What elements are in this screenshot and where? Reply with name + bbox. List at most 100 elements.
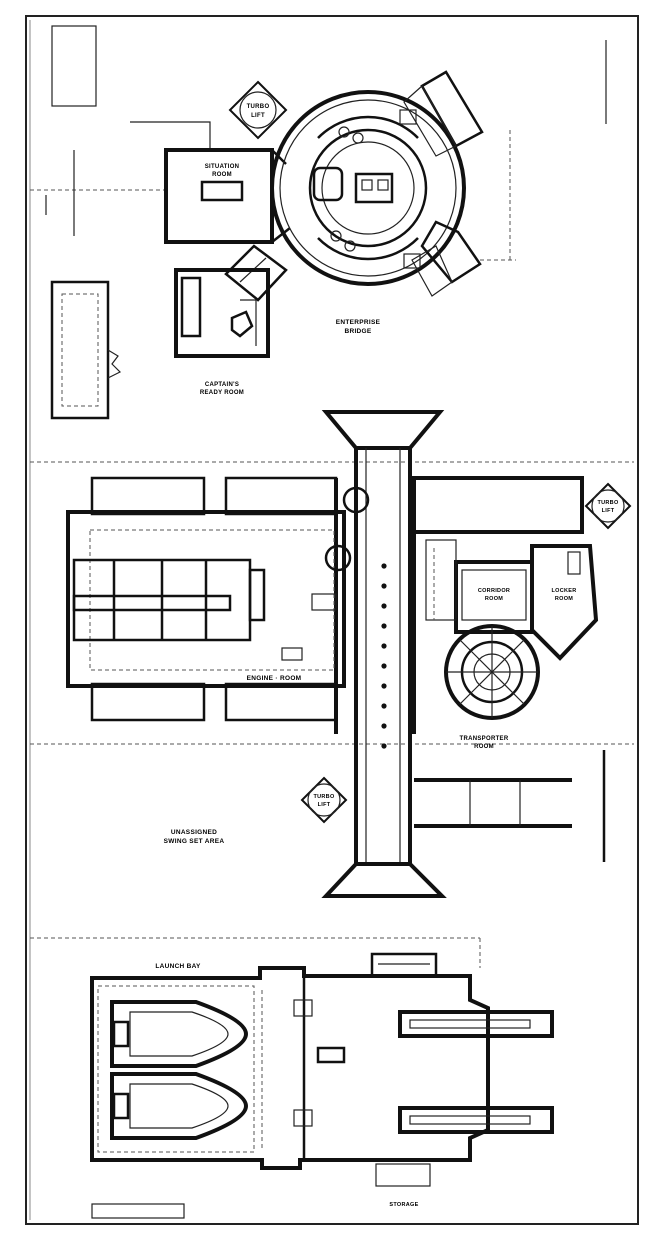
bridge-center-console	[354, 172, 394, 204]
bridge-railing	[317, 115, 419, 139]
bridge-outer-wall	[270, 90, 466, 286]
bottom-gate	[91, 1203, 185, 1219]
side-room-left	[50, 280, 110, 420]
launch-console	[316, 1046, 346, 1064]
marker	[381, 603, 387, 609]
marker	[381, 563, 387, 569]
bridge-label-line2: BRIDGE	[344, 328, 371, 335]
corridor-room-inner	[461, 569, 527, 621]
turbolift-right-ring	[591, 489, 625, 523]
shuttle-1	[110, 1000, 249, 1068]
turbolift-top	[228, 80, 288, 140]
side-room-left-inner	[61, 293, 99, 407]
ready-room-desk	[180, 276, 202, 338]
engine-room-label: ENGINE · ROOM	[247, 675, 302, 682]
shuttle-2-engine	[112, 1092, 130, 1120]
engine-room-bay-top-2	[224, 476, 338, 516]
shuttle-1-engine	[112, 1020, 130, 1048]
bridge-alcove-bottom-right-2	[411, 245, 453, 297]
docking-arm-bottom	[398, 1106, 554, 1134]
unassigned-area-label-line1: UNASSIGNED	[171, 829, 217, 836]
locker-room-label-line1: LOCKER	[551, 588, 576, 594]
engine-room-bay-bottom	[90, 682, 206, 722]
launch-bay-label: LAUNCH BAY	[155, 963, 201, 970]
docking-arm-bottom-inner	[409, 1115, 531, 1125]
upper-right-hall	[412, 476, 584, 534]
turbolift-bottom-ring	[307, 783, 341, 817]
ready-room-door-wall	[240, 299, 257, 346]
turbolift-top-ring	[239, 91, 277, 129]
right-room-side	[425, 539, 457, 621]
marker	[381, 663, 387, 669]
bridge-station-4	[344, 240, 356, 252]
transporter-label-line1: TRANSPORTER	[460, 736, 509, 742]
ready-room-furniture	[230, 310, 254, 338]
side-room-left-notch	[107, 349, 122, 379]
turbolift-top-label: TURBO LIFT	[247, 104, 270, 119]
ready-room-label-line1: CAPTAIN'S	[205, 382, 239, 388]
locker-room	[530, 544, 599, 661]
launch-bay-wall-node	[293, 999, 313, 1017]
bridge-label-line1: ENTERPRISE	[336, 319, 381, 326]
marker	[381, 743, 387, 749]
engine-room-bay-top	[90, 476, 206, 516]
airlock-top	[370, 952, 438, 978]
bridge-alcove-console	[399, 109, 417, 125]
sheet-frame	[25, 15, 639, 1225]
turbolift-bottom-label-line2: LIFT	[318, 802, 331, 808]
marker	[381, 643, 387, 649]
situation-room-label-line1: SITUATION	[205, 164, 240, 170]
right-rooms	[300, 476, 632, 862]
corridor-room-label-line2: ROOM	[485, 596, 503, 602]
bottom-hatch	[375, 1163, 431, 1187]
locker-room-label-line2: ROOM	[555, 596, 573, 602]
bridge-alcove-top-right-2	[403, 85, 457, 157]
situation-room-label-line2: ROOM	[212, 172, 232, 178]
bridge-station-2	[352, 132, 364, 144]
engine-console-2	[281, 647, 303, 661]
bridge-alcove-console-2	[403, 253, 421, 269]
bridge-console-detail	[361, 179, 373, 191]
bottom-note-label: STORAGE	[389, 1202, 418, 1208]
bridge-outer-ring	[279, 99, 457, 277]
bridge-console-detail-2	[377, 179, 389, 191]
ready-room	[174, 268, 270, 358]
bridge-captain-chair	[312, 166, 344, 202]
marker	[381, 583, 387, 589]
bridge-section	[30, 25, 607, 420]
engine-hatch-2	[342, 486, 370, 514]
situation-room-table	[200, 180, 244, 202]
bridge-station-1	[338, 126, 350, 138]
turbolift-top-label-line1: TURBO	[247, 104, 270, 110]
corridor-room-label-line1: CORRIDOR	[478, 588, 510, 594]
situation-room-wall-2	[271, 227, 291, 243]
engine-section	[66, 410, 447, 898]
bridge-alcove-top-right	[420, 70, 484, 148]
launch-bay-section	[90, 952, 554, 1219]
guide-line-4	[130, 121, 211, 150]
docking-arm-top	[398, 1010, 554, 1038]
docking-arm-top-inner	[409, 1019, 531, 1029]
bridge-railing-2	[317, 237, 419, 261]
bridge-station-3	[330, 230, 342, 242]
reactor-side-unit	[248, 568, 266, 622]
turbolift-top-label-line2: LIFT	[251, 113, 265, 119]
shuttle-2-inner	[129, 1083, 229, 1129]
bridge-inner-ring	[321, 141, 415, 235]
engine-hatch	[324, 544, 352, 572]
shuttle-1-inner	[129, 1011, 229, 1057]
launch-bay-wall-node-2	[293, 1109, 313, 1127]
marker	[381, 623, 387, 629]
marker	[381, 723, 387, 729]
corridor-top-flare	[321, 410, 445, 450]
marker	[381, 683, 387, 689]
engine-room-bay-bottom-2	[224, 682, 338, 722]
storage-box-top-left	[51, 25, 97, 107]
marker	[381, 703, 387, 709]
bridge-corridor-link	[224, 244, 288, 302]
corridor-bottom-flare	[321, 862, 447, 898]
ready-room-label-line2: READY ROOM	[200, 390, 244, 396]
engine-room-inner	[89, 529, 335, 671]
engine-room	[66, 510, 346, 688]
